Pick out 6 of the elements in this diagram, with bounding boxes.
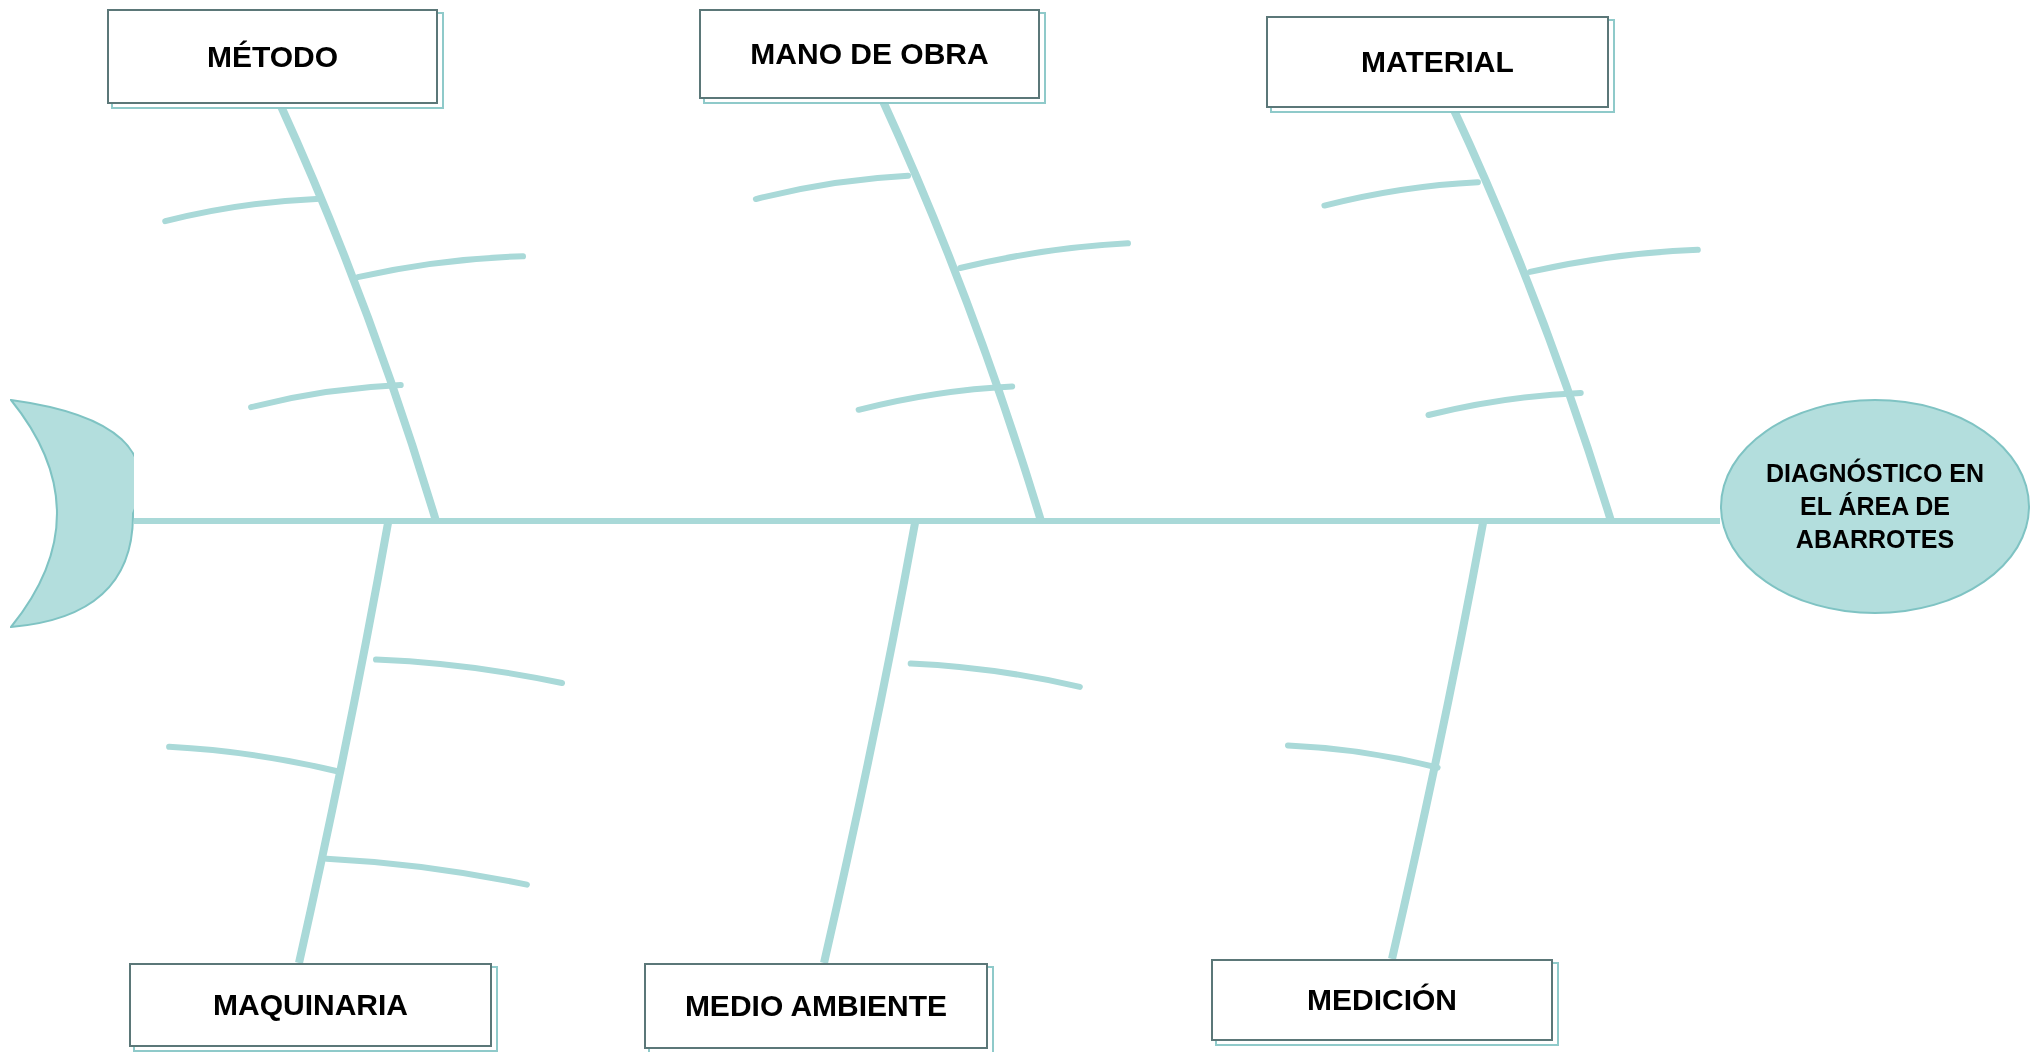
fish-tail-shape	[10, 399, 134, 628]
bone-line	[295, 522, 392, 964]
bone-line	[1388, 522, 1487, 960]
bone-line	[820, 522, 919, 964]
effect-ellipse: DIAGNÓSTICO EN EL ÁREA DE ABARROTES	[1720, 399, 2030, 614]
spine-line	[134, 518, 1720, 524]
